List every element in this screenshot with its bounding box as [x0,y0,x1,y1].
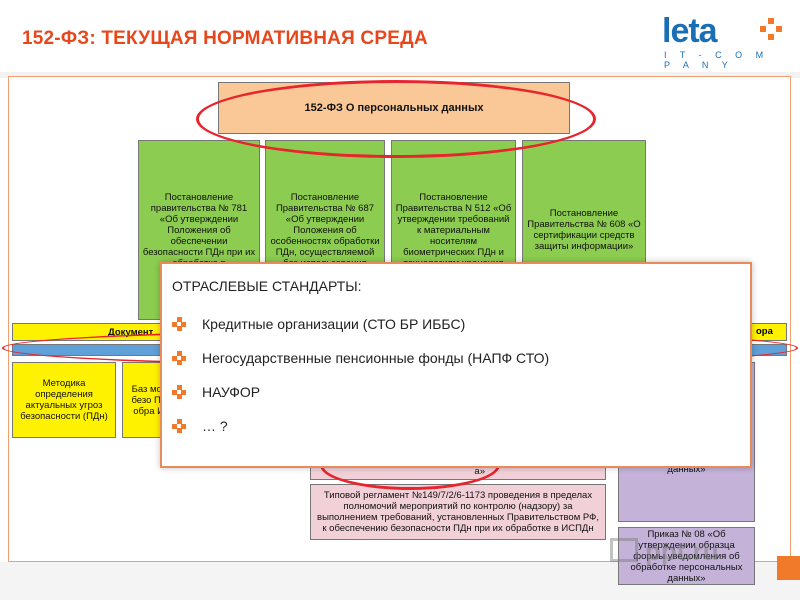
logo-word: leta [662,12,718,50]
regulation-149-box: Типовой регламент №149/7/2/6-1173 провед… [310,484,606,540]
watermark: ppt.ru [645,536,719,566]
page-title: 152-ФЗ: ТЕКУЩАЯ НОРМАТИВНАЯ СРЕДА [22,28,428,49]
list-item-label: … ? [202,418,228,434]
bullet-icon [172,419,186,433]
presentation-icon [610,538,638,562]
logo-cross-icon [760,18,782,40]
list-item: Кредитные организации (СТО БР ИББС) [172,316,740,332]
list-item: НАУФОР [172,384,740,400]
bullet-icon [172,317,186,331]
page-number-tab [777,556,800,580]
list-item-label: НАУФОР [202,384,261,400]
threat-method-box: Методика определения актуальных угроз бе… [12,362,116,438]
list-item: Негосударственные пенсионные фонды (НАПФ… [172,350,740,366]
decree-781-box: Постановление правительства № 781 «Об ут… [138,140,260,320]
bullet-icon [172,385,186,399]
highlight-ellipse-top [196,80,596,158]
list-item-label: Кредитные организации (СТО БР ИББС) [202,316,466,332]
bullet-icon [172,351,186,365]
documents-bar-right: ора [756,326,773,337]
popup-title: ОТРАСЛЕВЫЕ СТАНДАРТЫ: [172,278,362,294]
logo-subtitle: I T - C O M P A N Y [664,50,769,70]
list-item-label: Негосударственные пенсионные фонды (НАПФ… [202,350,550,366]
list-item: … ? [172,418,740,434]
header-band [0,72,800,78]
industry-standards-popup: ОТРАСЛЕВЫЕ СТАНДАРТЫ: Кредитные организа… [160,262,752,468]
order-08-box: Приказ № 08 «Об утверждении образца форм… [618,527,755,585]
company-logo: leta I T - C O M P A N Y [660,12,782,70]
